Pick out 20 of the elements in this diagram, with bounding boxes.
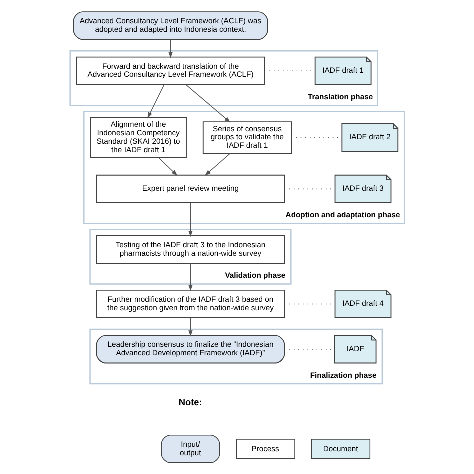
- label: Note:: [178, 397, 202, 407]
- node-box: Advanced Consultancy Level Framework (ACLF) was adopted and adapted into Indonesia context.: [72, 11, 268, 40]
- node-box: Expert panel review meeting: [96, 174, 285, 203]
- node-box: Series of consensus groups to validate the IADF draft 1: [202, 121, 292, 154]
- arrow: [168, 38, 172, 58]
- node-box: Forward and backward translation of the Advanced Consultancy Level Framework (ACLF): [76, 56, 265, 85]
- legend-label: Document: [322, 444, 358, 453]
- arrow: [188, 262, 192, 291]
- arrow: [185, 84, 230, 122]
- legend-label: Process: [251, 444, 279, 453]
- node-box: Testing of the IADF draft 3 to the Indonesian pharmacists through a nation-wide survey: [96, 235, 285, 264]
- arrow: [204, 152, 230, 176]
- node-box: Alignment of the Indonesian Competency Standard (SKAI 2016) to the IADF draft 1: [90, 116, 186, 158]
- arrow: [147, 84, 164, 118]
- arrow: [188, 317, 192, 336]
- arrow: [188, 202, 192, 237]
- node-box: Further modification of the IADF draft 3 based on the suggestion given from the nation-wide survey: [96, 289, 285, 318]
- arrow: [158, 157, 178, 176]
- node-box: Leadership consensus to finalize the “Indonesian Advanced Development Framework (IADF)”: [96, 334, 285, 364]
- legend-label: Input/ output: [179, 439, 201, 457]
